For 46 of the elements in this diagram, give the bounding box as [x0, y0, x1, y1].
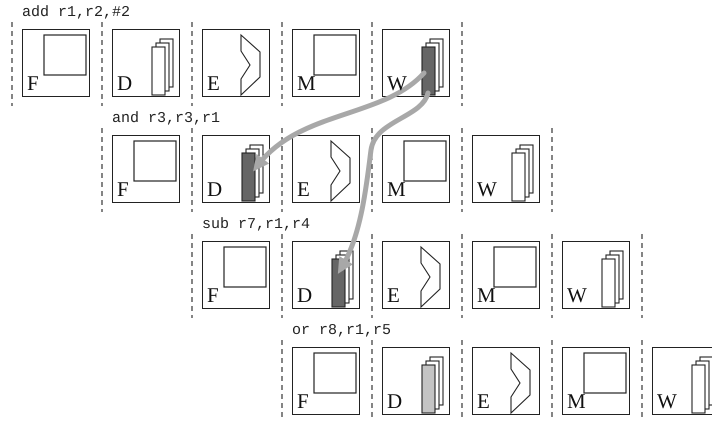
pipeline-stage-box: [382, 135, 450, 203]
stage-label: F: [27, 72, 39, 94]
stage-label: W: [657, 390, 677, 412]
stage-label: E: [387, 284, 400, 306]
pipeline-stage-box: [562, 347, 630, 415]
pipeline-stage-box: [292, 135, 360, 203]
pipeline-stage-box: [472, 347, 540, 415]
stage-label: W: [567, 284, 587, 306]
instruction-text: add r1,r2,#2: [22, 4, 130, 21]
pipeline-stage-box: [382, 347, 450, 415]
stage-label: M: [297, 72, 316, 94]
stage-label: F: [117, 178, 129, 200]
stage-label: D: [207, 178, 222, 200]
pipeline-stage-box: [382, 241, 450, 309]
stage-label: D: [117, 72, 132, 94]
pipeline-stage-box: [112, 29, 180, 97]
stage-label: M: [477, 284, 496, 306]
pipeline-stage-box: [292, 241, 360, 309]
pipeline-stage-box: [472, 241, 540, 309]
pipeline-stage-box: [202, 29, 270, 97]
instruction-text: or r8,r1,r5: [292, 322, 392, 339]
pipeline-stage-box: [562, 241, 630, 309]
stage-label: M: [567, 390, 586, 412]
stage-label: E: [207, 72, 220, 94]
forwarding-arrow: [338, 90, 430, 274]
stage-label: M: [387, 178, 406, 200]
pipeline-stage-box: [202, 135, 270, 203]
stage-label: W: [477, 178, 497, 200]
pipeline-stage-box: [472, 135, 540, 203]
forwarding-arrow: [252, 70, 426, 171]
instruction-text: sub r7,r1,r4: [202, 216, 310, 233]
stage-label: D: [297, 284, 312, 306]
pipeline-stage-box: [382, 29, 450, 97]
stage-label: F: [207, 284, 219, 306]
stage-label: F: [297, 390, 309, 412]
pipeline-stage-box: [292, 29, 360, 97]
pipeline-stage-box: [112, 135, 180, 203]
pipeline-stage-box: [652, 347, 712, 415]
stage-label: E: [297, 178, 310, 200]
pipeline-stage-box: [202, 241, 270, 309]
stage-label: E: [477, 390, 490, 412]
pipeline-stage-box: [292, 347, 360, 415]
pipeline-stage-box: [22, 29, 90, 97]
stage-label: W: [387, 72, 407, 94]
stage-label: D: [387, 390, 402, 412]
instruction-text: and r3,r3,r1: [112, 110, 220, 127]
